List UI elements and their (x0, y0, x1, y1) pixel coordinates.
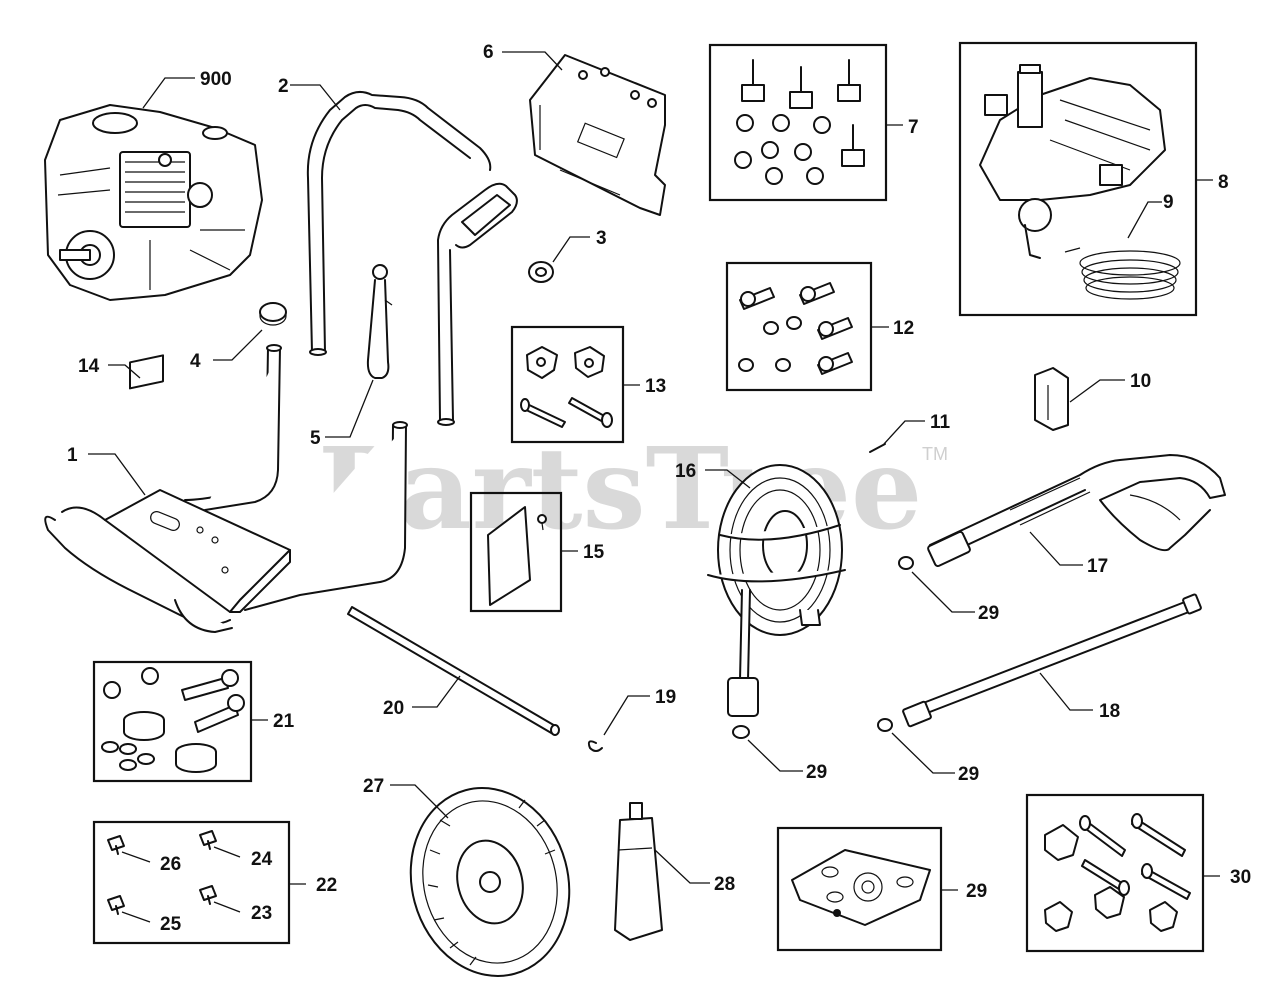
callout-900: 900 (200, 69, 232, 90)
part-29-washer-c[interactable] (732, 725, 750, 739)
callout-10: 10 (1130, 371, 1151, 392)
part-29-washer-b[interactable] (877, 718, 893, 732)
callout-25: 25 (160, 914, 182, 935)
part-20-axle[interactable] (347, 606, 560, 736)
callout-8: 8 (1218, 172, 1229, 193)
callout-29-a: 29 (978, 603, 999, 624)
callout-24: 24 (251, 849, 273, 870)
callout-26: 26 (160, 854, 181, 875)
part-10-clip[interactable] (1034, 367, 1069, 431)
part-9-tube[interactable] (1064, 247, 1181, 300)
callout-9: 9 (1163, 192, 1174, 213)
part-27-wheel[interactable] (390, 770, 590, 991)
part-11-pin[interactable] (869, 443, 886, 453)
kit-box-30[interactable] (1025, 793, 1205, 953)
part-17-spray-gun[interactable] (927, 454, 1226, 568)
part-18-wand[interactable] (902, 593, 1202, 728)
callout-16: 16 (675, 461, 696, 482)
part-16-hose[interactable] (707, 464, 846, 717)
callout-2: 2 (278, 76, 289, 97)
callout-30: 30 (1230, 867, 1251, 888)
callout-18: 18 (1099, 701, 1120, 722)
callout-21: 21 (273, 711, 295, 732)
callout-5: 5 (310, 428, 321, 449)
callout-14: 14 (78, 356, 100, 377)
callout-22: 22 (316, 875, 337, 896)
kit-box-22[interactable] (92, 820, 291, 945)
part-6-bracket[interactable] (529, 54, 666, 216)
callout-29-c: 29 (806, 762, 827, 783)
callout-11: 11 (930, 412, 951, 433)
callout-7: 7 (908, 117, 919, 138)
callout-20: 20 (383, 698, 404, 719)
callout-1: 1 (67, 445, 78, 466)
part-29-washer-a[interactable] (898, 556, 914, 570)
callout-12: 12 (893, 318, 914, 339)
kit-box-7[interactable] (708, 43, 888, 202)
part-900-engine[interactable] (44, 104, 263, 301)
callout-28: 28 (714, 874, 735, 895)
part-5-strap[interactable] (366, 264, 393, 379)
callout-27: 27 (363, 776, 384, 797)
callout-3: 3 (596, 228, 607, 249)
part-1-frame[interactable] (44, 344, 408, 633)
part-19-clip[interactable] (587, 740, 603, 752)
kit-box-21[interactable] (92, 660, 253, 783)
kit-box-13[interactable] (510, 325, 625, 444)
callout-13: 13 (645, 376, 666, 397)
callout-4: 4 (190, 351, 201, 372)
part-2-handle[interactable] (306, 91, 518, 426)
kit-box-8-pump[interactable] (958, 41, 1198, 317)
part-28-packet[interactable] (614, 802, 663, 941)
callout-23: 23 (251, 903, 272, 924)
kit-box-15[interactable] (469, 491, 563, 613)
part-4-plug[interactable] (259, 302, 287, 326)
callout-17: 17 (1087, 556, 1108, 577)
callout-29-b: 29 (958, 764, 979, 785)
kit-box-12[interactable] (725, 261, 873, 392)
part-14-label[interactable] (129, 354, 164, 390)
part-3-grommet[interactable] (528, 261, 554, 283)
watermark-trademark: TM (922, 444, 948, 464)
callout-15: 15 (583, 542, 605, 563)
callout-19: 19 (655, 687, 676, 708)
kit-box-29[interactable] (776, 826, 943, 952)
callout-29-d: 29 (966, 881, 987, 902)
callout-6: 6 (483, 42, 494, 63)
